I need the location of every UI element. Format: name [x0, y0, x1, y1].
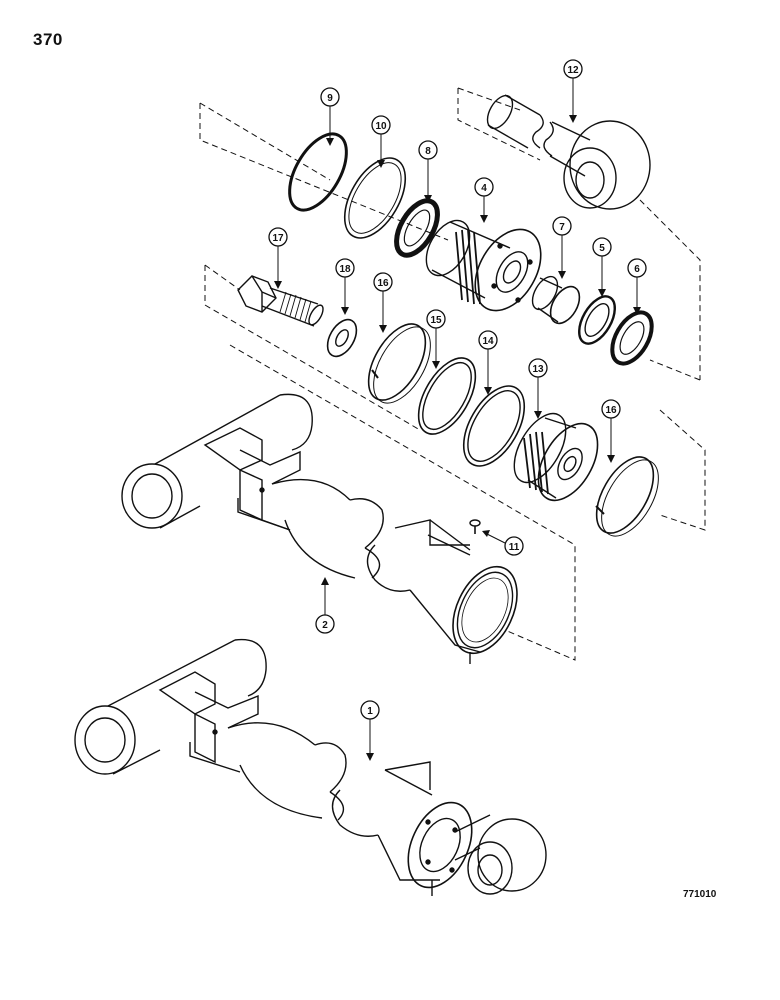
part-6-wiper [610, 310, 654, 366]
dashed-group-lines [199, 87, 706, 661]
callout-5: 5 [592, 237, 612, 257]
svg-text:7: 7 [559, 222, 565, 233]
svg-text:14: 14 [482, 336, 494, 347]
callout-7: 7 [552, 216, 572, 236]
svg-text:17: 17 [272, 233, 284, 244]
part-9-o-ring [288, 132, 348, 212]
svg-text:12: 12 [567, 65, 579, 76]
part-16-wear-ring-lower [595, 456, 659, 537]
svg-text:8: 8 [425, 146, 431, 157]
callout-2: 2 [315, 614, 335, 634]
callout-17: 17 [268, 227, 288, 247]
svg-text:16: 16 [377, 278, 389, 289]
svg-text:13: 13 [532, 364, 544, 375]
part-1-complete-cylinder [74, 638, 547, 896]
part-13-piston [513, 412, 599, 502]
callout-9: 9 [320, 87, 340, 107]
callout-13: 13 [528, 358, 548, 378]
callout-16-lower: 16 [601, 399, 621, 419]
callout-12: 12 [563, 59, 583, 79]
callout-10: 10 [371, 115, 391, 135]
part-14-seal-ring [462, 385, 526, 467]
page-number: 370 [33, 30, 63, 49]
callout-leaders [274, 78, 641, 761]
callout-4: 4 [474, 177, 494, 197]
part-11-screw [469, 519, 481, 534]
callout-1: 1 [360, 700, 380, 720]
callout-11: 11 [504, 536, 524, 556]
svg-text:4: 4 [481, 183, 487, 194]
svg-text:6: 6 [634, 264, 640, 275]
part-17-bolt [237, 275, 324, 327]
svg-text:15: 15 [430, 315, 442, 326]
svg-text:16: 16 [605, 405, 617, 416]
figure-code: 771010 [683, 889, 717, 900]
svg-text:9: 9 [327, 93, 333, 104]
svg-text:1: 1 [367, 706, 373, 717]
part-18-washer [326, 318, 358, 358]
callout-6: 6 [627, 258, 647, 278]
svg-text:11: 11 [509, 542, 520, 553]
svg-text:5: 5 [599, 243, 605, 254]
part-8-wiper-seal [394, 198, 440, 258]
part-16-wear-ring-upper [367, 323, 431, 404]
part-5-seal [578, 295, 616, 345]
part-12-rod [486, 94, 651, 210]
svg-text:18: 18 [339, 264, 351, 275]
callout-18: 18 [335, 258, 355, 278]
part-15-backup-ring [417, 357, 477, 435]
callout-16-upper: 16 [373, 272, 393, 292]
part-4-cylinder-head [425, 219, 542, 312]
part-10-backup-ring [343, 157, 407, 239]
callouts: 9 10 8 4 12 7 [268, 59, 647, 720]
part-2-barrel [121, 393, 518, 664]
svg-text:2: 2 [322, 620, 328, 631]
svg-text:10: 10 [375, 121, 387, 132]
callout-15: 15 [426, 309, 446, 329]
callout-8: 8 [418, 140, 438, 160]
part-7-bushing [531, 275, 581, 325]
callout-14: 14 [478, 330, 498, 350]
